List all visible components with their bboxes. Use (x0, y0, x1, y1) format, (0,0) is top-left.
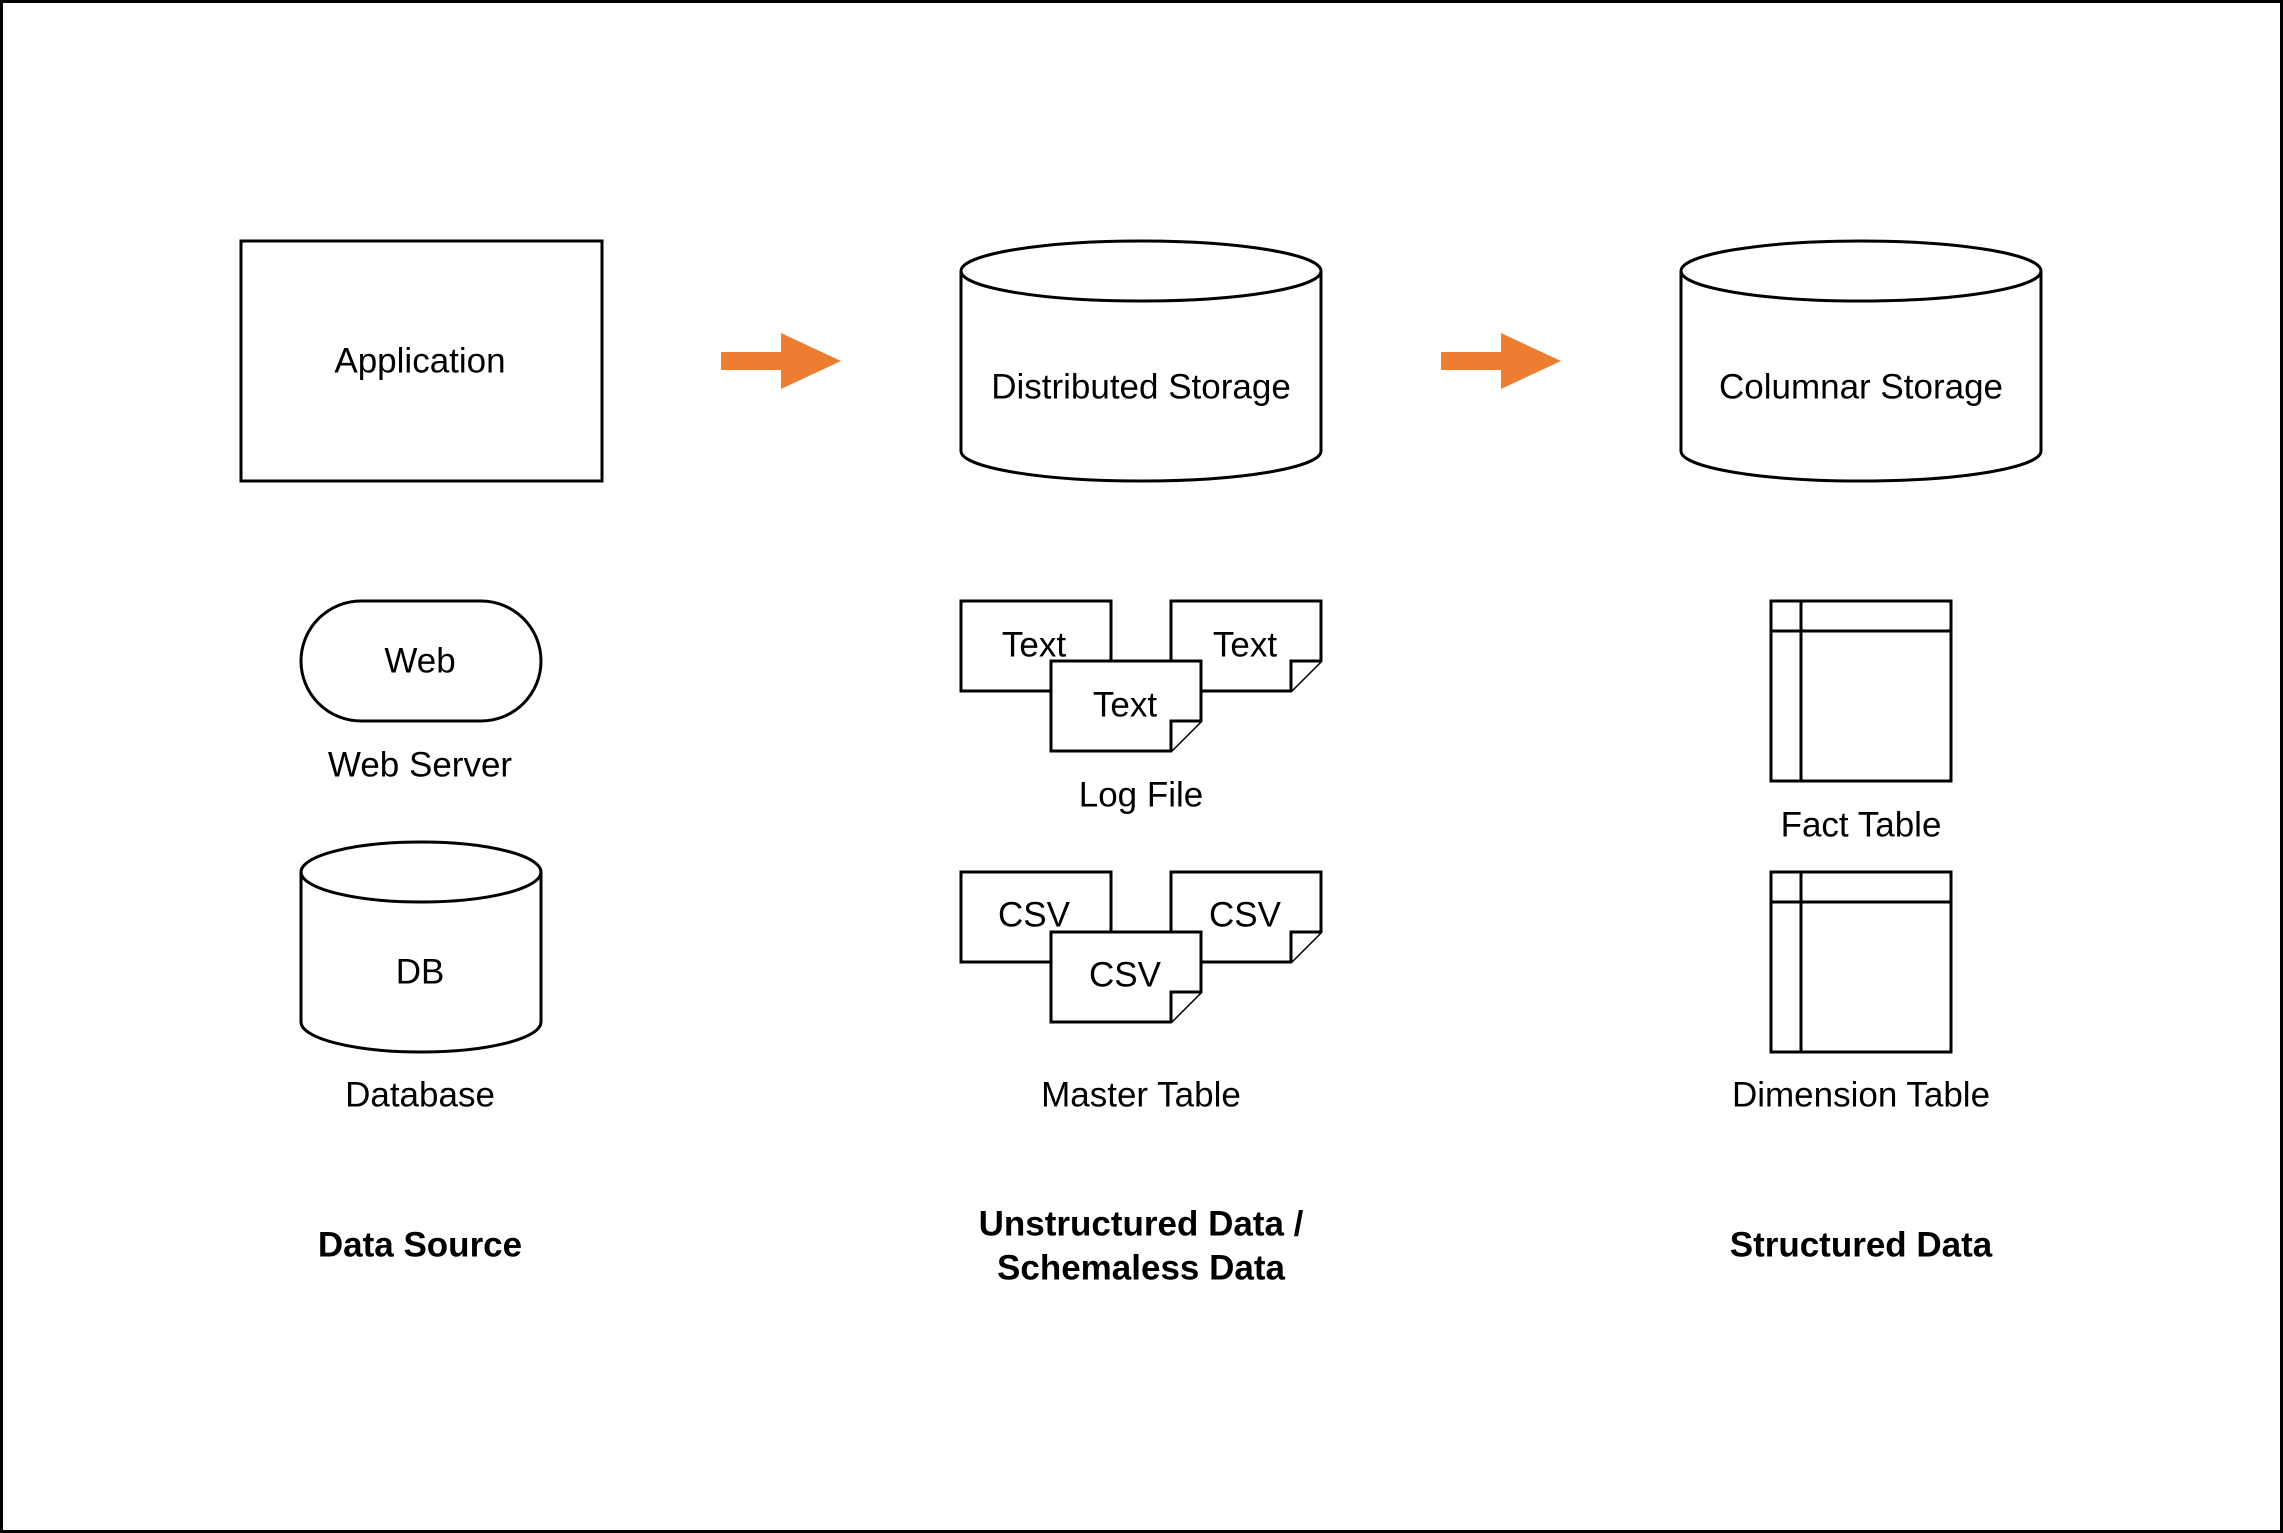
structured-data-heading: Structured Data (1730, 1226, 1993, 1265)
web-server-shape (299, 599, 543, 723)
columnar-storage-cylinder (1679, 239, 2043, 483)
arrow-right-icon (1441, 333, 1561, 389)
column-unstructured-data: Distributed Storage Text Text Text Log F… (959, 239, 1323, 1288)
dimension-table-caption: Dimension Table (1732, 1076, 1990, 1115)
database-cylinder (299, 840, 543, 1054)
csv-doc-label-2: CSV (1209, 896, 1282, 935)
web-inner-label: Web (384, 642, 455, 681)
columnar-storage-label: Columnar Storage (1719, 368, 2003, 407)
master-table-caption: Master Table (1041, 1076, 1241, 1115)
application-box (239, 239, 604, 483)
database-caption: Database (345, 1076, 495, 1115)
master-table-documents (959, 870, 1323, 1024)
column-data-source: Application Web Web Server DB Database D… (239, 239, 604, 1265)
arrow-right-icon (721, 333, 841, 389)
log-doc-label-2: Text (1213, 626, 1277, 665)
application-label: Application (334, 342, 505, 381)
csv-doc-label-1: CSV (998, 896, 1071, 935)
csv-doc-label-3: CSV (1089, 956, 1162, 995)
db-inner-label: DB (396, 953, 445, 992)
log-file-documents (959, 599, 1323, 753)
distributed-storage-cylinder (959, 239, 1323, 483)
log-file-caption: Log File (1079, 776, 1204, 815)
data-source-heading: Data Source (318, 1226, 522, 1265)
dimension-table-grid-icon (1769, 870, 1953, 1054)
unstructured-heading-line-1: Unstructured Data / (979, 1205, 1304, 1244)
fact-table-caption: Fact Table (1781, 806, 1942, 845)
log-doc-label-1: Text (1002, 626, 1066, 665)
log-doc-label-3: Text (1093, 686, 1157, 725)
unstructured-heading-line-2: Schemaless Data (997, 1249, 1285, 1288)
web-server-caption: Web Server (328, 746, 512, 785)
column-structured-data: Columnar Storage Fact Table Dimension Ta… (1679, 239, 2043, 1265)
distributed-storage-label: Distributed Storage (991, 368, 1291, 407)
fact-table-grid-icon (1769, 599, 1953, 783)
